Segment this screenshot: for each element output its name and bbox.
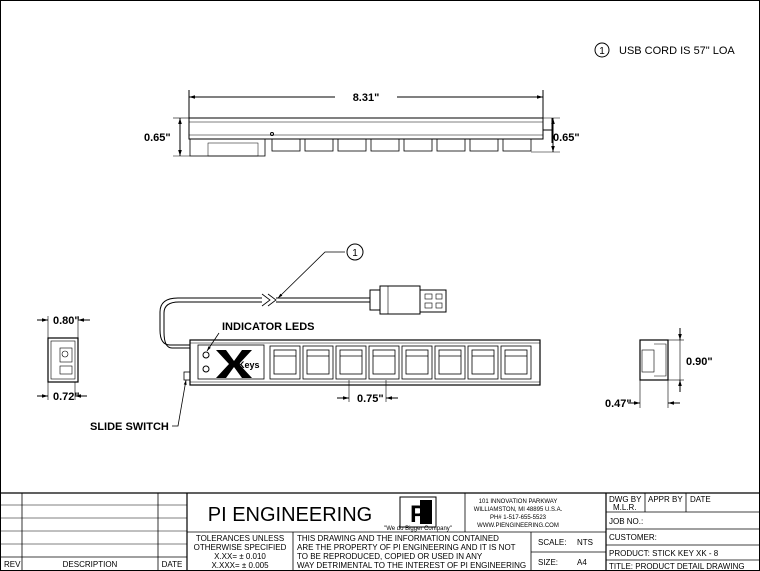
cord-callout-number: 1	[352, 248, 358, 259]
website: WWW.PIENGINEERING.COM	[477, 523, 559, 529]
cord-callout-leader	[277, 251, 345, 299]
tolerance-line-4: X.XXX= ± 0.005	[211, 561, 269, 570]
indicator-leds-label: INDICATOR LEDS	[222, 321, 315, 333]
right-end-view	[628, 328, 684, 408]
title-block	[0, 492, 760, 571]
led-panel	[197, 344, 265, 380]
customer: CUSTOMER:	[609, 533, 657, 542]
tolerance-line-3: X.XX= ± 0.010	[214, 552, 266, 561]
company-tagline: "We do Bigger Company"	[384, 526, 452, 532]
top-view-body	[188, 117, 544, 140]
left-height-label: 0.65"	[144, 132, 171, 144]
left-end-view	[37, 316, 90, 400]
note-number-circle	[594, 42, 610, 58]
company-logo-box	[399, 496, 437, 528]
company-logo: P	[410, 500, 432, 528]
slide-switch-leader	[172, 379, 187, 427]
date-header: DATE	[162, 560, 183, 569]
product: PRODUCT: STICK KEY XK - 8	[609, 549, 719, 558]
slide-switch-label: SLIDE SWITCH	[90, 421, 169, 433]
front-view	[159, 243, 541, 427]
front-view-body	[189, 339, 541, 386]
address-line-2: WILLIAMSTON, MI 48895 U.S.A.	[474, 507, 563, 513]
indicator-led-1	[202, 351, 210, 359]
date-label: DATE	[690, 495, 711, 504]
top-view-keys	[271, 138, 532, 152]
disclaimer-line-3: TO BE REPRODUCED, COPIED OR USED IN ANY	[297, 552, 483, 561]
note-text: USB CORD IS 57" LOA	[619, 45, 735, 57]
phone: PH# 1-517-655-5523	[490, 515, 547, 521]
job-number: JOB NO.:	[609, 517, 643, 526]
disclaimer-line-1: THIS DRAWING AND THE INFORMATION CONTAIN…	[297, 534, 499, 543]
key-3	[335, 345, 367, 380]
usb-plug	[369, 285, 447, 315]
scale-value: NTS	[577, 538, 593, 547]
size-value: A4	[577, 558, 587, 567]
right-view-depth-label: 0.47"	[605, 398, 632, 410]
key-8	[500, 345, 532, 380]
indicator-led-2	[202, 365, 210, 373]
key-pitch-label: 0.75"	[357, 393, 384, 405]
description-header: DESCRIPTION	[63, 560, 118, 569]
scale-label: SCALE:	[538, 538, 566, 547]
cord-length-note: 1 USB CORD IS 57" LOA	[594, 42, 735, 58]
dwg-by-value: M.L.R.	[613, 503, 637, 512]
key-2	[302, 345, 334, 380]
key-7	[467, 345, 499, 380]
tolerance-line-1: TOLERANCES UNLESS	[196, 534, 284, 543]
key-6	[434, 345, 466, 380]
key-1	[269, 345, 301, 380]
company-name: PI ENGINEERING	[208, 504, 372, 526]
xkeys-logo: Keys	[216, 350, 260, 378]
address-line-1: 101 INNOVATION PARKWAY	[479, 499, 558, 505]
disclaimer-line-2: ARE THE PROPERTY OF PI ENGINEERING AND I…	[297, 543, 516, 552]
drawing-title: TITLE: PRODUCT DETAIL DRAWING	[609, 562, 745, 571]
key-5	[401, 345, 433, 380]
cord-callout-circle	[346, 243, 364, 261]
right-view-height-label: 0.90"	[686, 356, 713, 368]
end-view-height-label: 0.80"	[53, 315, 80, 327]
tolerance-line-2: OTHERWISE SPECIFIED	[194, 543, 287, 552]
right-height-label: 0.65"	[553, 132, 580, 144]
size-label: SIZE:	[538, 558, 558, 567]
front-view-keys	[269, 345, 532, 380]
slide-switch	[183, 371, 191, 381]
dwg-by-label: DWG BY	[609, 495, 642, 504]
appr-by-label: APPR BY	[648, 495, 683, 504]
end-view-depth-label: 0.72"	[53, 391, 80, 403]
logo-text: Keys	[238, 360, 260, 370]
key-4	[368, 345, 400, 380]
overall-length-label: 8.31"	[353, 92, 380, 104]
note-number: 1	[599, 46, 605, 57]
rev-header: REV	[4, 560, 21, 569]
top-view	[173, 90, 560, 157]
disclaimer-line-4: WAY DETRIMENTAL TO THE INTEREST OF PI EN…	[297, 561, 526, 570]
